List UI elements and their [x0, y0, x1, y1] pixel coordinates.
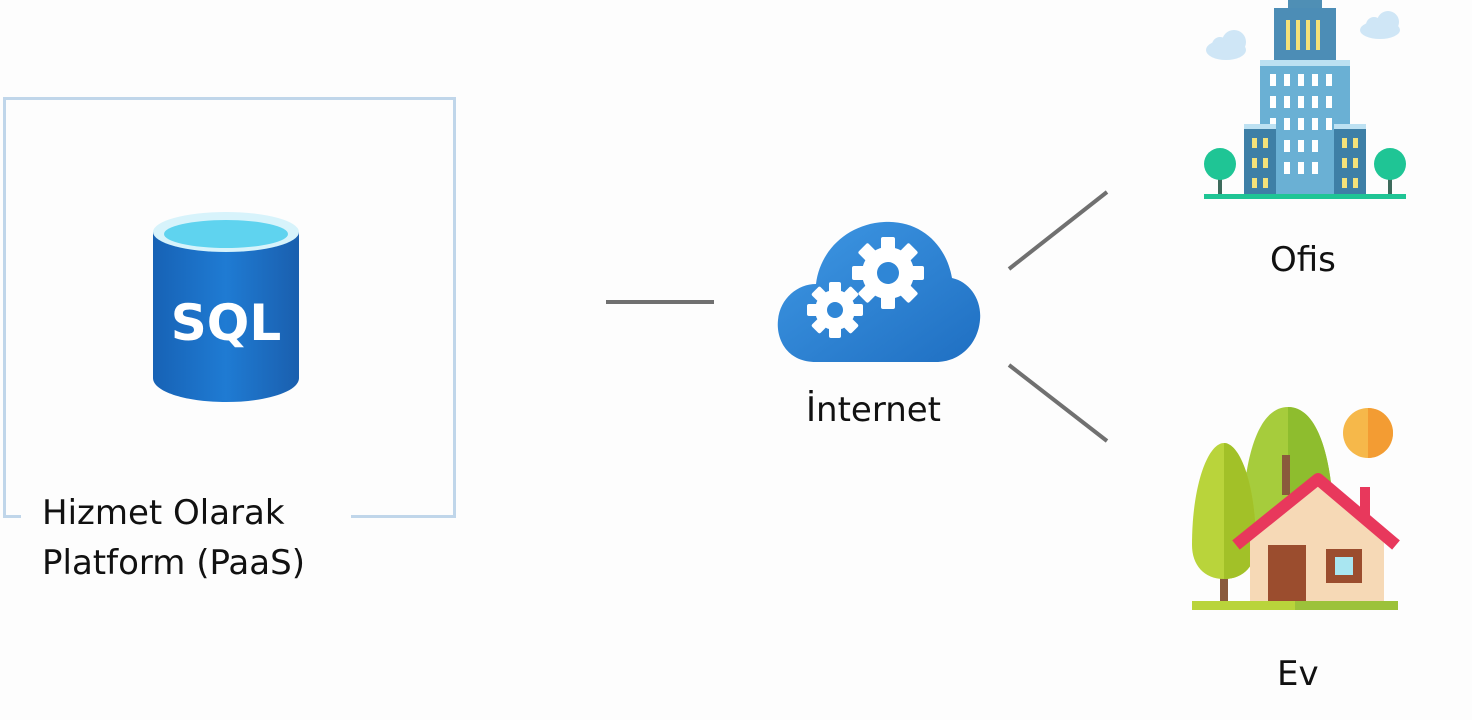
paas-frame-top — [3, 97, 456, 100]
internet-label: İnternet — [806, 390, 942, 430]
paas-frame-right — [453, 97, 456, 518]
connector-internet-office — [1007, 190, 1109, 271]
paas-caption: Hizmet Olarak Platform (PaaS) — [42, 488, 372, 588]
paas-frame-left — [3, 97, 6, 518]
office-label: Ofis — [1270, 240, 1336, 280]
paas-frame-bottom-right — [351, 515, 456, 518]
home-icon — [1192, 407, 1400, 610]
home-label: Ev — [1277, 654, 1319, 694]
paas-caption-line1: Hizmet Olarak — [42, 493, 285, 533]
cloud-gears-icon — [777, 221, 981, 362]
connector-internet-home — [1007, 363, 1109, 443]
office-building-icon — [1204, 0, 1406, 199]
paas-frame-bottom-left — [3, 515, 21, 518]
paas-caption-line2: Platform (PaaS) — [42, 543, 305, 583]
sql-database-icon: SQL — [153, 212, 299, 402]
sql-icon-text: SQL — [171, 294, 281, 352]
